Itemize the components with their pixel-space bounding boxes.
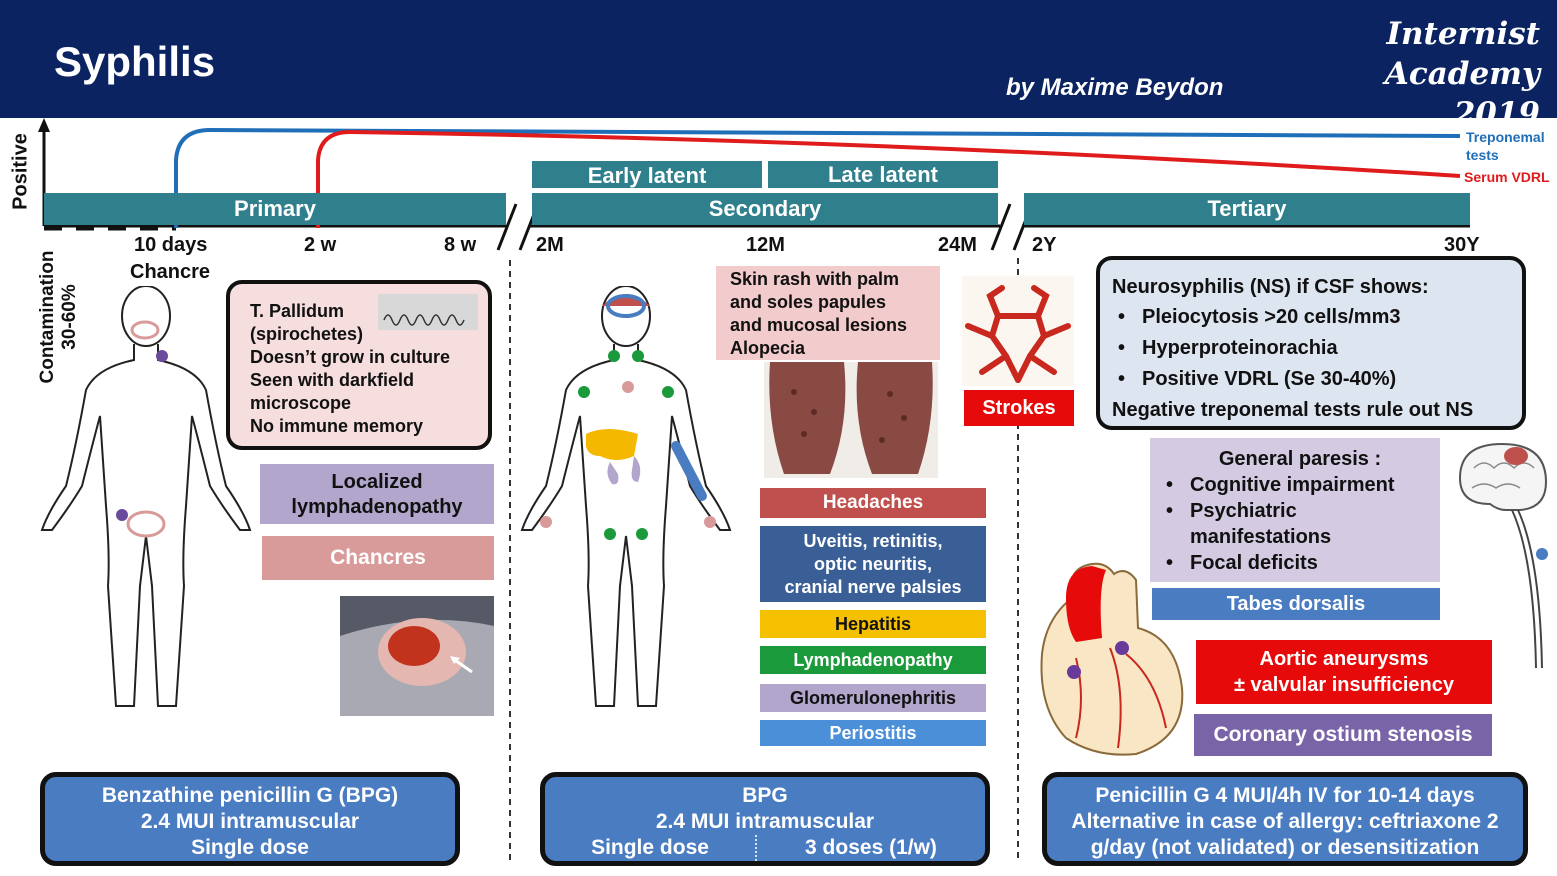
paresis-list: Cognitive impairment Psychiatric manifes… [1160,472,1440,576]
vdrl-curve [316,129,1461,228]
legend-vdrl: Serum VDRL [1464,169,1550,185]
treponemal-curve [174,127,1461,228]
mouth-chancre-mark [130,320,160,340]
ostium-dot [1067,665,1081,679]
page-title: Syphilis [54,38,216,85]
header-banner [0,0,1557,118]
skin-rash-box: Skin rash with palm and soles papules an… [716,266,940,360]
headaches-label: Headaches [760,488,986,518]
node-dot [632,350,644,362]
pallidum-info-box: T. Pallidum (spirochetes) Doesn’t grow i… [226,280,492,450]
spirochete-image [378,294,478,330]
ns-criterion: Pleiocytosis >20 cells/mm3 [1112,302,1522,333]
ns-criteria-list: Pleiocytosis >20 cells/mm3 Hyperproteino… [1112,302,1522,395]
brand-year: 2019 [1453,96,1540,132]
treatment-tertiary: Penicillin G 4 MUI/4h IV for 10-14 days … [1042,772,1528,866]
eye-mark [606,294,646,318]
chancre-photo [340,596,494,716]
liver-mark [586,429,638,460]
tick-label: 30Y [1444,234,1480,256]
hepatitis-label: Hepatitis [760,610,986,638]
info-line: Seen with darkfield [250,370,415,390]
axis-break [496,203,518,251]
body-figure-secondary [520,286,732,707]
paresis-title: General paresis : [1218,448,1382,470]
tick-label: 24M [938,234,977,256]
aortic-aneurysm-label: Aortic aneurysms ± valvular insufficienc… [1196,640,1492,704]
y-axis-label-wrap: Positive [0,128,40,218]
tick-label: 2 w [304,234,337,256]
treatment-secondary: BPG 2.4 MUI intramuscular Single dose 3 … [540,772,990,866]
mucosal-dot [622,381,634,393]
body-figure-primary [40,286,252,707]
phase-early-latent: Early latent [532,161,762,188]
y-axis-arrow [38,118,50,132]
neurosyphilis-box: Neurosyphilis (NS) if CSF shows: Pleiocy… [1096,256,1526,430]
ns-criterion: Positive VDRL (Se 30-40%) [1112,364,1522,395]
paresis-item: Focal deficits [1160,550,1440,576]
paresis-item: Cognitive impairment [1160,472,1440,498]
treatment-primary: Benzathine penicillin G (BPG) 2.4 MUI in… [40,772,460,866]
legend-treponemal: Treponemal tests [1466,129,1545,163]
secondary-lymphadenopathy-label: Lymphadenopathy [760,646,986,674]
ns-title: Neurosyphilis (NS) if CSF shows: [1112,276,1429,298]
kidney-mark [607,456,641,485]
info-line: T. Pallidum [250,301,345,321]
chancres-label: Chancres [262,536,494,580]
strokes-label: Strokes [964,390,1074,426]
ns-footer: Negative treponemal tests rule out NS [1112,399,1474,421]
tick-label: 2Y [1032,234,1057,256]
brain-spine-image [1458,442,1548,669]
palm-dot [540,516,552,528]
dorsal-column-dot [1536,548,1548,560]
info-line: No immune memory [250,416,424,436]
coronary-ostium-label: Coronary ostium stenosis [1194,714,1492,756]
info-line: microscope [250,393,352,413]
info-line: (spirochetes) [250,324,364,344]
tick-label: 10 days [134,234,208,256]
tabes-dorsalis-label: Tabes dorsalis [1152,588,1440,620]
phase-tertiary: Tertiary [1024,193,1470,225]
brand-logo: Internist Academy 2019 [1300,14,1540,134]
paresis-item: Psychiatric manifestations [1160,498,1440,550]
glomerulonephritis-label: Glomerulonephritis [760,684,986,712]
y-axis-label: Positive [9,133,32,210]
localized-lymphadenopathy: Localized lymphadenopathy [260,464,494,524]
tick-label: 2M [536,234,564,256]
tick-label: 8 w [444,234,477,256]
palm-dot [704,516,716,528]
axis-break [990,203,1012,251]
treatment-secondary-top: BPG 2.4 MUI intramuscular [655,784,875,833]
node-dot [608,350,620,362]
ostium-dot [1115,641,1129,655]
node-dot [116,509,128,521]
heart-image [1040,562,1184,756]
node-dot [604,528,616,540]
phase-late-latent: Late latent [768,161,998,188]
brand-name: Internist Academy [1384,16,1540,92]
uveitis-label: Uveitis, retinitis, optic neuritis, cran… [760,526,986,602]
phase-primary: Primary [44,193,506,225]
general-paresis-box: General paresis : Cognitive impairment P… [1150,438,1440,582]
node-dot [662,386,674,398]
circle-of-willis-image [962,276,1074,386]
node-dot [156,350,168,362]
treatment-secondary-split: Single dose 3 doses (1/w) [545,835,985,861]
genital-chancre-mark [126,510,166,538]
phase-secondary: Secondary [532,193,998,225]
palms-photo [764,362,938,478]
periostitis-label: Periostitis [760,720,986,746]
treatment-single-dose: Single dose [545,835,757,861]
author-credit: by Maxime Beydon [1006,74,1224,101]
info-line: Doesn’t grow in culture [250,347,451,367]
node-dot [636,528,648,540]
tick-label: 12M [746,234,785,256]
bone-mark [671,441,707,501]
treatment-three-doses: 3 doses (1/w) [805,836,937,859]
ns-criterion: Hyperproteinorachia [1112,333,1522,364]
node-dot [578,386,590,398]
chancre-label: Chancre [130,261,211,283]
